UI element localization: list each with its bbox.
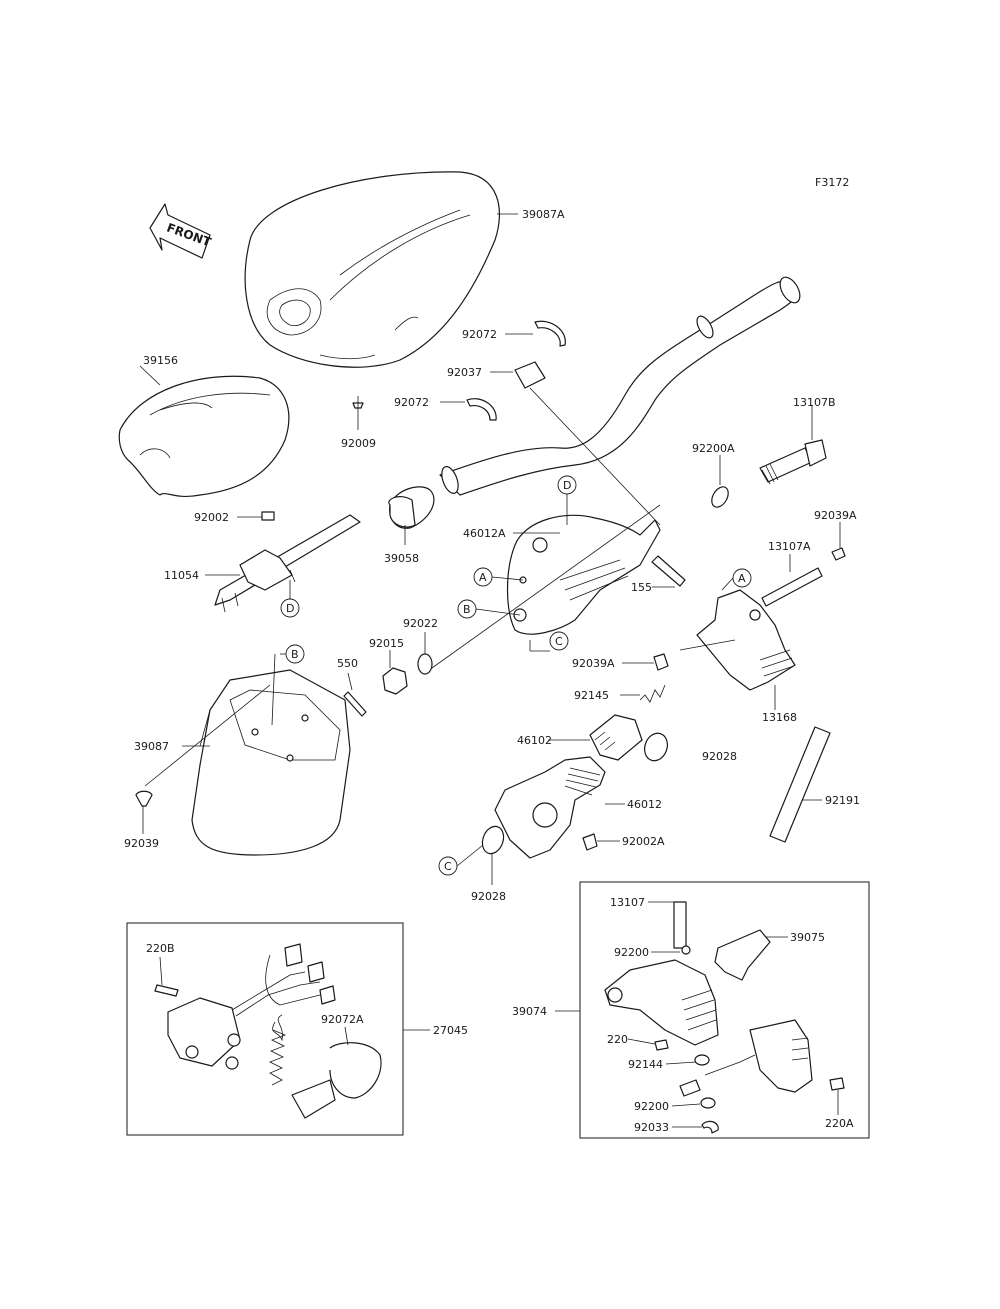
label-92002A: 92002A	[622, 835, 665, 848]
clamp-92072-mid	[466, 398, 497, 421]
front-arrow-icon: FRONT	[149, 203, 214, 259]
label-39156: 39156	[143, 354, 178, 367]
steering-holder-46012A	[506, 514, 661, 635]
label-39075: 39075	[790, 931, 825, 944]
label-13107B: 13107B	[793, 396, 836, 409]
nut-92015	[382, 667, 408, 695]
callout-B2: B	[271, 644, 305, 726]
label-39087: 39087	[134, 740, 169, 753]
label-92022: 92022	[403, 617, 438, 630]
label-220A: 220A	[825, 1117, 854, 1130]
label-92145: 92145	[574, 689, 609, 702]
callout-C1: C	[529, 631, 569, 652]
callout-B1: B	[457, 599, 521, 619]
label-92200-top: 92200	[614, 946, 649, 959]
label-155: 155	[631, 581, 652, 594]
label-92039A-top: 92039A	[814, 509, 857, 522]
block-92037	[514, 361, 661, 526]
label-92015: 92015	[369, 637, 404, 650]
label-39074: 39074	[512, 1005, 547, 1018]
washer-92022	[417, 653, 433, 675]
label-13107A: 13107A	[768, 540, 811, 553]
housing-46012	[494, 756, 606, 859]
label-92039: 92039	[124, 837, 159, 850]
svg-text:A: A	[738, 572, 746, 585]
svg-text:C: C	[555, 635, 563, 648]
callout-D1: D	[557, 475, 577, 525]
spring-92145	[639, 684, 666, 703]
label-92002: 92002	[194, 511, 229, 524]
callout-A2: A	[721, 568, 752, 591]
bolt-92002	[261, 511, 275, 521]
bolt-13107B	[759, 439, 827, 485]
clamp-92072-top	[534, 320, 566, 347]
lower-cover-39087	[191, 669, 351, 856]
label-92072-top: 92072	[462, 328, 497, 341]
label-92028-right: 92028	[702, 750, 737, 763]
svg-text:A: A	[479, 571, 487, 584]
washer-92028-right	[644, 732, 668, 762]
screw-92039A-top	[831, 547, 846, 561]
rod-13107A	[761, 567, 823, 607]
callout-C2: C	[438, 844, 484, 876]
label-92033: 92033	[634, 1121, 669, 1134]
label-92144: 92144	[628, 1058, 663, 1071]
svg-text:C: C	[444, 860, 452, 873]
label-46012A: 46012A	[463, 527, 506, 540]
svg-text:B: B	[463, 603, 471, 616]
label-220: 220	[607, 1033, 628, 1046]
screw-92009	[352, 396, 364, 409]
label-92037: 92037	[447, 366, 482, 379]
grip-end-39058	[388, 496, 416, 528]
label-92200-bottom: 92200	[634, 1100, 669, 1113]
box-27045	[126, 922, 430, 1136]
screw-92039	[135, 790, 153, 807]
label-220B: 220B	[146, 942, 175, 955]
label-92200A: 92200A	[692, 442, 735, 455]
svg-text:D: D	[563, 479, 571, 492]
label-92072-mid: 92072	[394, 396, 429, 409]
label-92009: 92009	[341, 437, 376, 450]
top-cover-39087A	[244, 171, 501, 368]
washer-92028-bottom	[481, 825, 505, 855]
label-92072A: 92072A	[321, 1013, 364, 1026]
label-27045: 27045	[433, 1024, 468, 1037]
bolt-92002A	[582, 833, 598, 851]
box-39074	[555, 881, 870, 1139]
bracket-11054	[214, 514, 361, 613]
pin-155	[651, 555, 686, 587]
gear-46102	[589, 714, 643, 761]
label-92191: 92191	[825, 794, 860, 807]
label-46012: 46012	[627, 798, 662, 811]
washer-92200A	[711, 486, 729, 508]
label-46102: 46102	[517, 734, 552, 747]
lever-13168	[696, 589, 796, 691]
pin-550	[343, 691, 367, 717]
screw-92039A-mid	[653, 653, 669, 671]
tube-92191	[769, 726, 831, 843]
svg-text:B: B	[291, 648, 299, 661]
label-92039A-mid: 92039A	[572, 657, 615, 670]
svg-text:D: D	[286, 602, 294, 615]
callout-D2: D	[280, 580, 300, 618]
diagram-code: F3172	[815, 176, 849, 189]
callout-A1: A	[473, 567, 524, 587]
label-92028-bottom: 92028	[471, 890, 506, 903]
label-13107: 13107	[610, 896, 645, 909]
label-11054: 11054	[164, 569, 199, 582]
label-39058: 39058	[384, 552, 419, 565]
cover-39156	[118, 375, 290, 498]
label-39087A: 39087A	[522, 208, 565, 221]
leader-lines	[139, 213, 841, 885]
label-550: 550	[337, 657, 358, 670]
label-13168: 13168	[762, 711, 797, 724]
